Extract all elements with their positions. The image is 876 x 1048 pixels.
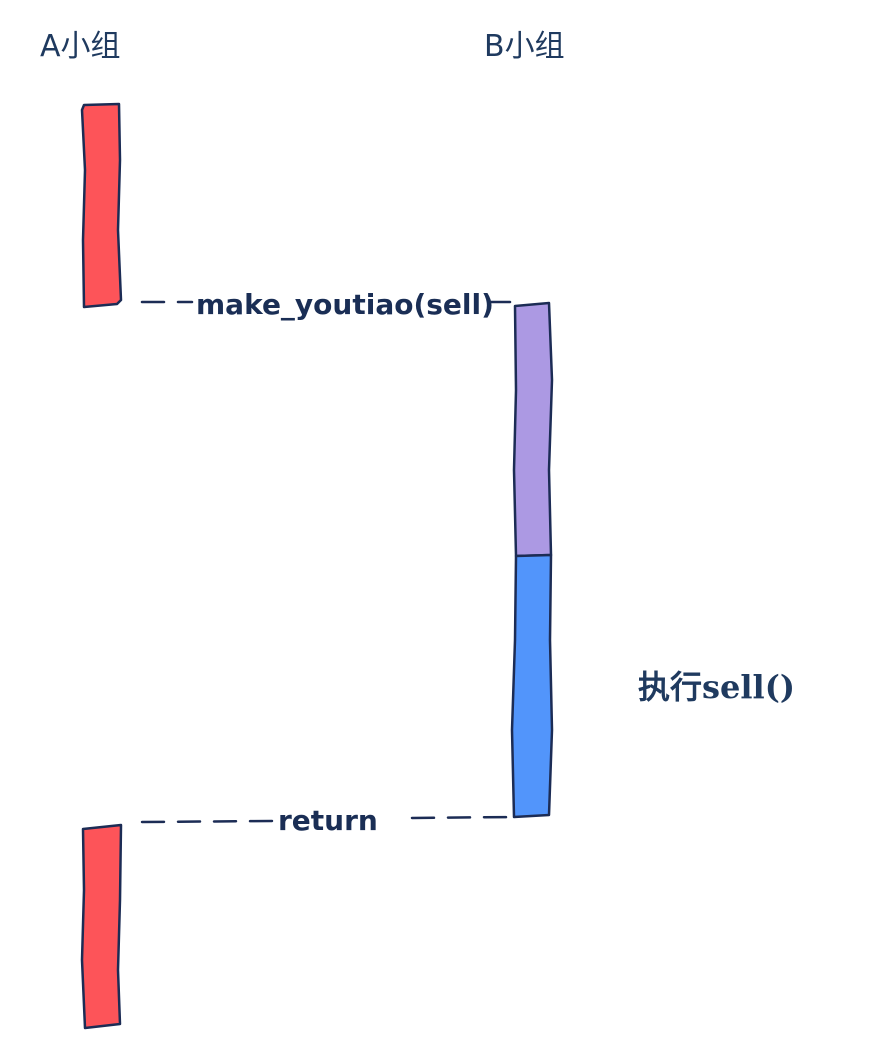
lane-b-callback-bar bbox=[512, 301, 554, 558]
return-dash-right bbox=[410, 815, 516, 820]
call-message-label: make_youtiao(sell) bbox=[196, 288, 494, 321]
lane-b-execute-bar bbox=[510, 553, 554, 819]
lane-a-title: A小组 bbox=[40, 29, 121, 64]
return-message-label: return bbox=[278, 804, 378, 837]
lane-a-activation-bar-bottom bbox=[80, 823, 123, 1030]
lane-a-activation-bar-top bbox=[80, 102, 123, 309]
return-dash-left bbox=[140, 819, 276, 824]
lane-b-title: B小组 bbox=[484, 29, 565, 64]
execute-note: 执行sell() bbox=[638, 668, 795, 706]
